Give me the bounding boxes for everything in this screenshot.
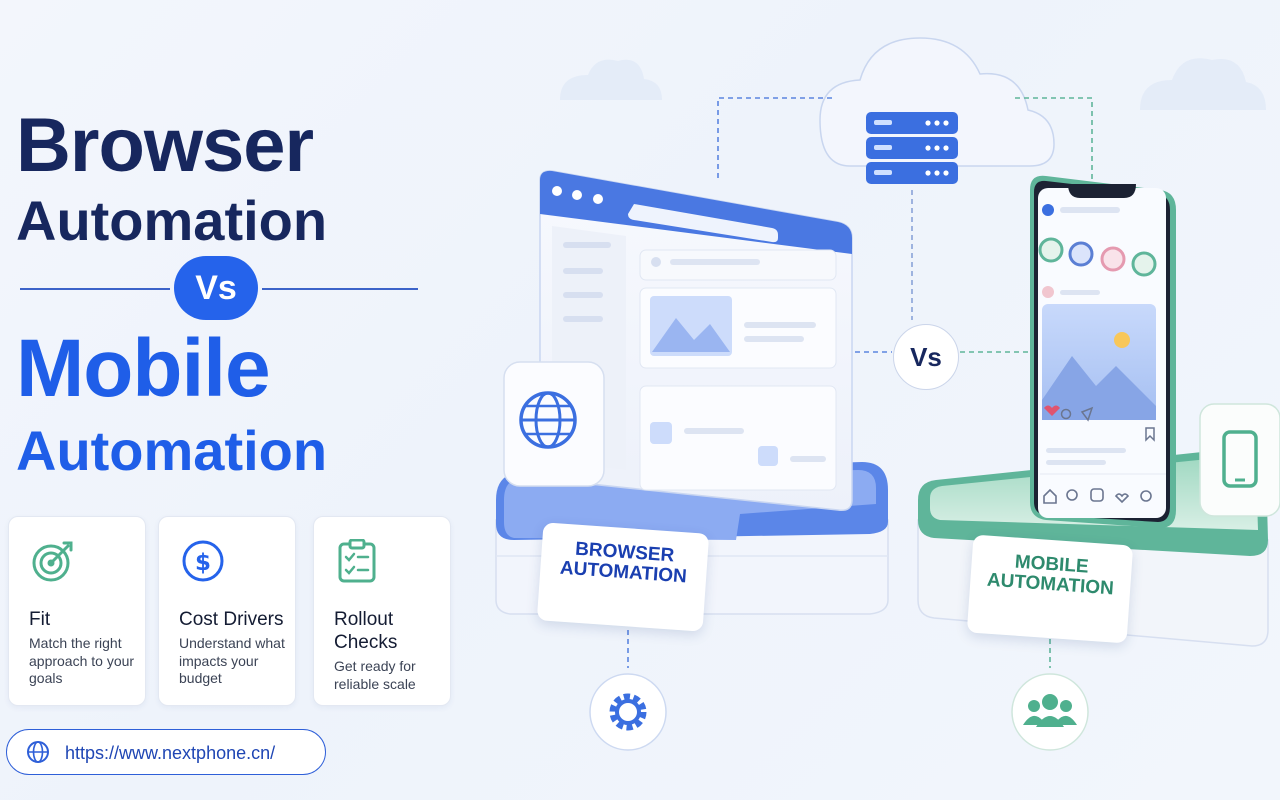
globe-icon [27,741,49,763]
title-mobile: Mobile [16,323,271,414]
automation-illustration [495,37,1280,751]
dollar-icon: $ [182,540,224,582]
svg-text:$: $ [195,550,211,576]
phone-illustration [1030,175,1176,528]
card-cost-drivers: $ Cost Drivers Understand what impacts y… [158,516,296,706]
card-description: Match the right approach to your goals [29,635,135,686]
website-link[interactable]: https://www.nextphone.cn/ [6,729,326,775]
card-description: Get ready for reliable scale [334,658,416,692]
title-automation-2: Automation [16,419,328,482]
card-description: Understand what impacts your budget [179,635,285,686]
globe-tile-icon [503,361,605,487]
vs-node: Vs [893,324,959,390]
phone-tile-icon [1199,403,1280,517]
browser-window-illustration [539,170,853,512]
vs-divider: Vs [16,256,418,320]
background-clouds [560,58,1266,110]
website-url[interactable]: https://www.nextphone.cn/ [65,743,276,763]
divider-line-right [262,288,418,290]
gear-icon [589,673,667,751]
card-fit: Fit Match the right approach to your goa… [8,516,146,706]
title-browser: Browser [16,103,314,188]
target-icon [32,541,73,582]
title-automation-1: Automation [16,189,328,252]
vs-badge: Vs [174,256,258,320]
mobile-automation-label: MOBILE AUTOMATION [966,534,1134,644]
card-title: Fit [29,609,51,630]
divider-line-left [20,288,170,290]
users-icon [1011,673,1089,751]
card-title: Cost Drivers [179,609,284,630]
card-title: Rollout Checks [334,609,398,653]
card-rollout-checks: Rollout Checks Get ready for reliable sc… [313,516,451,706]
browser-automation-label: BROWSER AUTOMATION [536,522,710,632]
checklist-icon [338,539,376,583]
server-icon [866,112,958,184]
